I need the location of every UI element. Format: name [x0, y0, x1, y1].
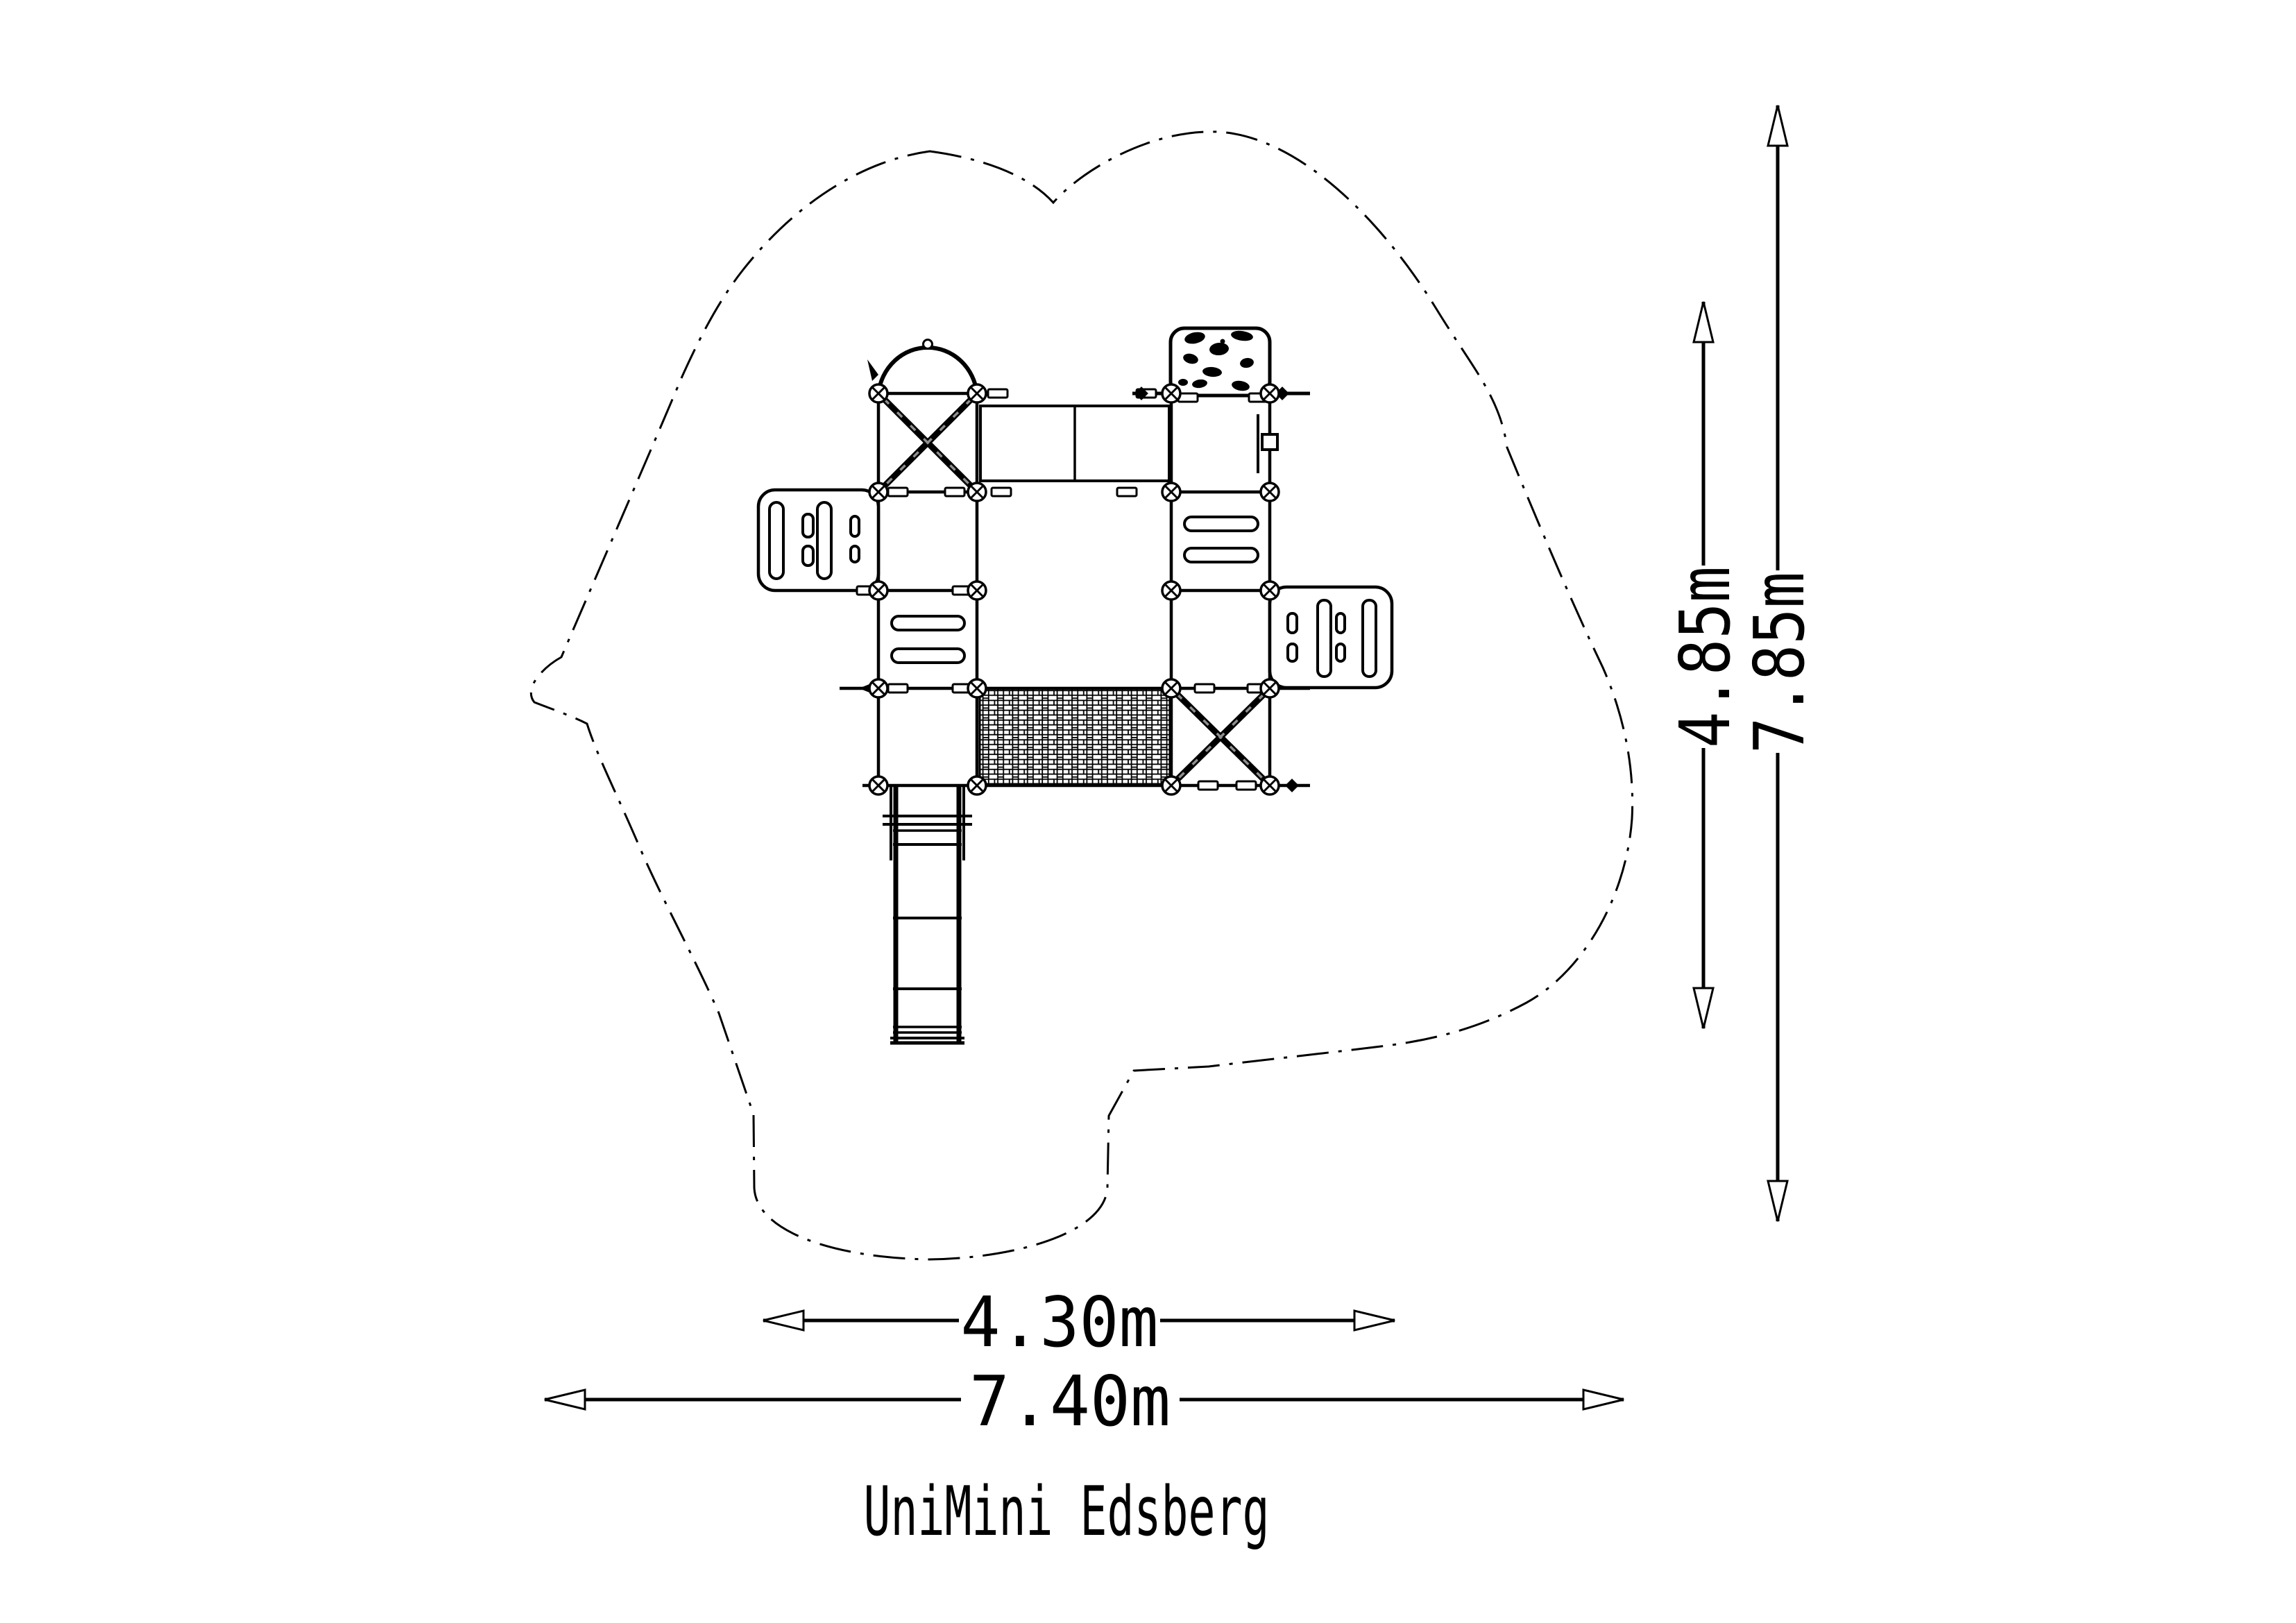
dim-outer-height: 7.85m [1739, 104, 1820, 1223]
bay-x-brace [1174, 691, 1267, 783]
arch-weld-mark [867, 359, 878, 381]
ramp-rungs-left-bay [890, 615, 966, 664]
dim-inner-height: 4.85m [1665, 300, 1746, 1030]
dim-inner-height-label: 4.85m [1665, 566, 1746, 748]
dim-outer-height-label: 7.85m [1739, 572, 1820, 754]
tower-x-brace [881, 396, 974, 489]
net-bridge [978, 687, 1171, 785]
dim-outer-width-label: 7.40m [969, 1361, 1171, 1442]
dim-inner-width-label: 4.30m [961, 1282, 1159, 1363]
drawing-title: UniMini Edsberg [864, 1472, 1270, 1552]
pole-detail [1257, 414, 1279, 473]
dome-tower-arch [867, 339, 979, 394]
ramp-rungs-right-bay [1183, 516, 1259, 563]
slide [883, 785, 972, 1045]
climbing-holds [1178, 330, 1254, 391]
climbing-wall [1168, 326, 1272, 398]
right-climb-panel [1268, 585, 1394, 690]
bridge-panel [979, 405, 1171, 482]
safety-zone-outline [529, 130, 1634, 1261]
left-climb-panel [756, 488, 881, 593]
dim-inner-width: 4.30m [762, 1282, 1396, 1363]
dim-outer-width: 7.40m [543, 1361, 1625, 1442]
dome-top-nub [922, 339, 933, 350]
